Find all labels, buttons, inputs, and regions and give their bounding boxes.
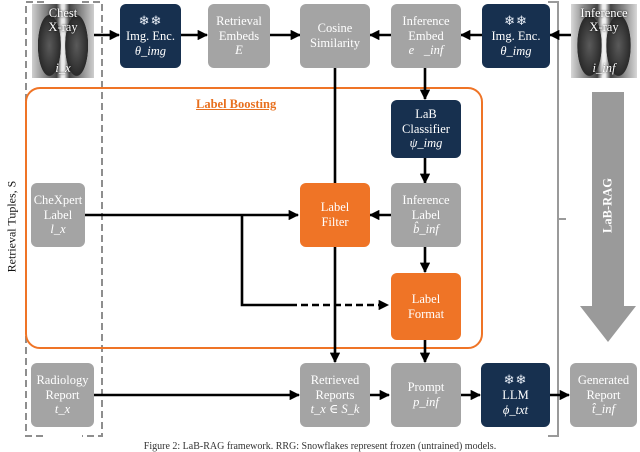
- cosine-similarity-title: Cosine Similarity: [310, 21, 360, 50]
- generated-report-title: Generated Report: [577, 372, 630, 402]
- chexpert-label-var: l_x: [50, 222, 66, 237]
- generated-report-node: Generated Report t̂_inf: [570, 363, 637, 427]
- lab-classifier-title: LaB Classifier: [402, 106, 450, 136]
- retrieval-tuples-label: Retrieval Tuples, S: [4, 180, 19, 273]
- cosine-similarity-node: Cosine Similarity: [300, 4, 370, 68]
- llm-title: LLM: [502, 387, 529, 402]
- edge-chexpert-format: [240, 215, 290, 307]
- retrieved-reports-title: Retrieved Reports: [310, 372, 360, 402]
- llm-var: ϕ_txt: [502, 402, 529, 417]
- inference-xray-image: Inference X-ray i_inf: [571, 4, 637, 78]
- retrieval-embeds-var: E: [235, 43, 243, 58]
- inference-embed-title: Inference Embed: [402, 13, 450, 43]
- label-format-node: Label Format: [391, 273, 461, 340]
- figure-caption: Figure 2: LaB-RAG framework. RRG: Snowfl…: [143, 441, 497, 452]
- lab-rag-label: LaB-RAG: [600, 178, 615, 233]
- inference-embed-var: e⃗_inf: [408, 43, 444, 58]
- lab-classifier-node: LaB Classifier ψ_img: [391, 100, 461, 158]
- prompt-title: Prompt: [407, 380, 445, 395]
- image-encoder-right-var: θ_img: [500, 43, 532, 58]
- generated-report-var: t̂_inf: [592, 402, 615, 417]
- image-encoder-right: ❄❄ Img. Enc. θ_img: [482, 4, 550, 68]
- prompt-var: p_inf: [413, 395, 439, 409]
- chexpert-label-node: CheXpert Label l_x: [31, 183, 85, 247]
- chest-xray-var: i_x: [55, 60, 71, 75]
- inference-embed-node: Inference Embed e⃗_inf: [391, 4, 461, 68]
- inference-label-title: Inference Label: [402, 192, 450, 222]
- inference-xray-title: Inference X-ray: [580, 6, 628, 35]
- inference-xray-var: i_inf: [592, 60, 616, 75]
- retrieved-reports-node: Retrieved Reports t_x ∈ S_k: [300, 363, 370, 427]
- image-encoder-left-var: θ_img: [134, 43, 167, 58]
- chexpert-label-title: CheXpert Label: [33, 192, 83, 222]
- label-filter-node: Label Filter: [300, 183, 370, 247]
- inference-label-node: Inference Label b̂_inf: [391, 183, 461, 247]
- label-filter-title: Label Filter: [320, 200, 350, 229]
- lab-rag-arrow: [580, 92, 636, 342]
- inference-label-var: b̂_inf: [413, 222, 439, 237]
- llm-node: ❄❄ LLM ϕ_txt: [481, 363, 550, 427]
- label-format-title: Label Format: [407, 291, 445, 321]
- snowflake-icon: ❄❄: [503, 371, 528, 387]
- radiology-report-node: Radiology Report t_x: [31, 363, 94, 427]
- chest-xray-title: Chest X-ray: [48, 6, 78, 35]
- radiology-report-title: Radiology Report: [36, 372, 89, 402]
- retrieval-embeds-title: Retrieval Embeds: [216, 13, 262, 43]
- snowflake-icon: ❄❄: [504, 12, 528, 28]
- label-boosting-frame: [25, 87, 483, 349]
- retrieval-embeds-node: Retrieval Embeds E: [208, 4, 270, 68]
- radiology-report-var: t_x: [54, 402, 71, 417]
- image-encoder-left-title: Img. Enc.: [126, 28, 175, 43]
- image-encoder-left: ❄❄ Img. Enc. θ_img: [120, 4, 181, 68]
- label-boosting-title: Label Boosting: [196, 97, 277, 111]
- retrieved-reports-var: t_x ∈ S_k: [310, 402, 360, 417]
- snowflake-icon: ❄❄: [138, 12, 163, 28]
- chest-xray-image: Chest X-ray i_x: [32, 4, 94, 78]
- image-encoder-right-title: Img. Enc.: [491, 28, 541, 43]
- prompt-node: Prompt p_inf: [391, 363, 461, 427]
- lab-rag-bracket: [548, 1, 566, 437]
- lab-classifier-var: ψ_img: [409, 136, 443, 151]
